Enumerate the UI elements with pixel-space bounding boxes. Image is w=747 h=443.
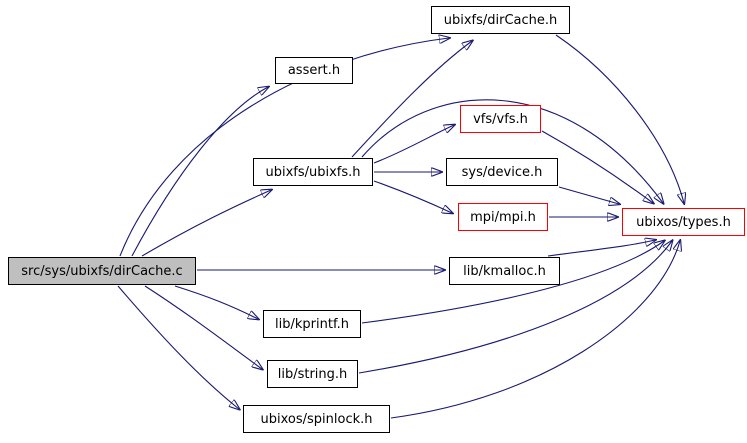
node-label: lib/kprintf.h <box>275 316 349 332</box>
edge-ubixfs-h-to-vfs-h <box>373 125 454 164</box>
edge-kprintf-h-to-types-h <box>361 241 664 324</box>
node-assert-h[interactable]: assert.h <box>275 57 353 84</box>
node-label: lib/kmalloc.h <box>463 263 546 279</box>
edge-dircache-c-to-dircache-h <box>119 38 449 257</box>
node-ubixfs-ubixfs-h[interactable]: ubixfs/ubixfs.h <box>253 158 373 186</box>
edge-dircache-c-to-spinlock-h <box>117 285 239 409</box>
edge-spinlock-h-to-types-h <box>390 241 680 419</box>
node-label: ubixfs/dirCache.h <box>443 12 558 28</box>
node-label: ubixos/types.h <box>636 214 731 230</box>
node-lib-kprintf-h[interactable]: lib/kprintf.h <box>263 310 361 338</box>
node-label: vfs/vfs.h <box>473 111 528 127</box>
node-lib-kmalloc-h[interactable]: lib/kmalloc.h <box>449 257 560 285</box>
edge-dircache-c-to-string-h <box>144 285 262 369</box>
edge-vfs-h-to-types-h <box>541 130 653 203</box>
edge-dircache-h-to-types-h <box>555 34 684 203</box>
node-vfs-vfs-h[interactable]: vfs/vfs.h <box>460 105 541 133</box>
edge-ubixfs-h-to-dircache-h <box>351 41 472 158</box>
node-label: ubixos/spinlock.h <box>260 411 373 427</box>
edge-string-h-to-types-h <box>358 241 672 374</box>
node-label: src/sys/ubixfs/dirCache.c <box>21 263 183 279</box>
node-mpi-mpi-h[interactable]: mpi/mpi.h <box>458 203 548 231</box>
node-label: sys/device.h <box>461 164 543 180</box>
edge-dircache-c-to-ubixfs-h <box>141 190 271 257</box>
node-src-sys-ubixfs-dircache-c: src/sys/ubixfs/dirCache.c <box>8 257 196 285</box>
node-sys-device-h[interactable]: sys/device.h <box>446 158 558 186</box>
edge-dircache-c-to-assert-h <box>131 87 268 257</box>
edge-dircache-c-to-kprintf-h <box>174 285 258 319</box>
node-lib-string-h[interactable]: lib/string.h <box>267 360 358 388</box>
edge-device-h-to-types-h <box>558 186 619 204</box>
node-ubixfs-dircache-h[interactable]: ubixfs/dirCache.h <box>431 6 570 34</box>
edge-ubixfs-h-to-mpi-h <box>373 180 452 213</box>
node-ubixos-types-h[interactable]: ubixos/types.h <box>622 208 745 236</box>
node-label: ubixfs/ubixfs.h <box>265 164 361 180</box>
node-ubixos-spinlock-h[interactable]: ubixos/spinlock.h <box>243 405 390 433</box>
edge-ubixfs-h-to-types-h <box>361 99 663 203</box>
node-label: lib/string.h <box>277 366 348 382</box>
node-label: assert.h <box>287 63 341 78</box>
node-label: mpi/mpi.h <box>470 209 536 225</box>
edge-kmalloc-h-to-types-h <box>547 240 655 257</box>
